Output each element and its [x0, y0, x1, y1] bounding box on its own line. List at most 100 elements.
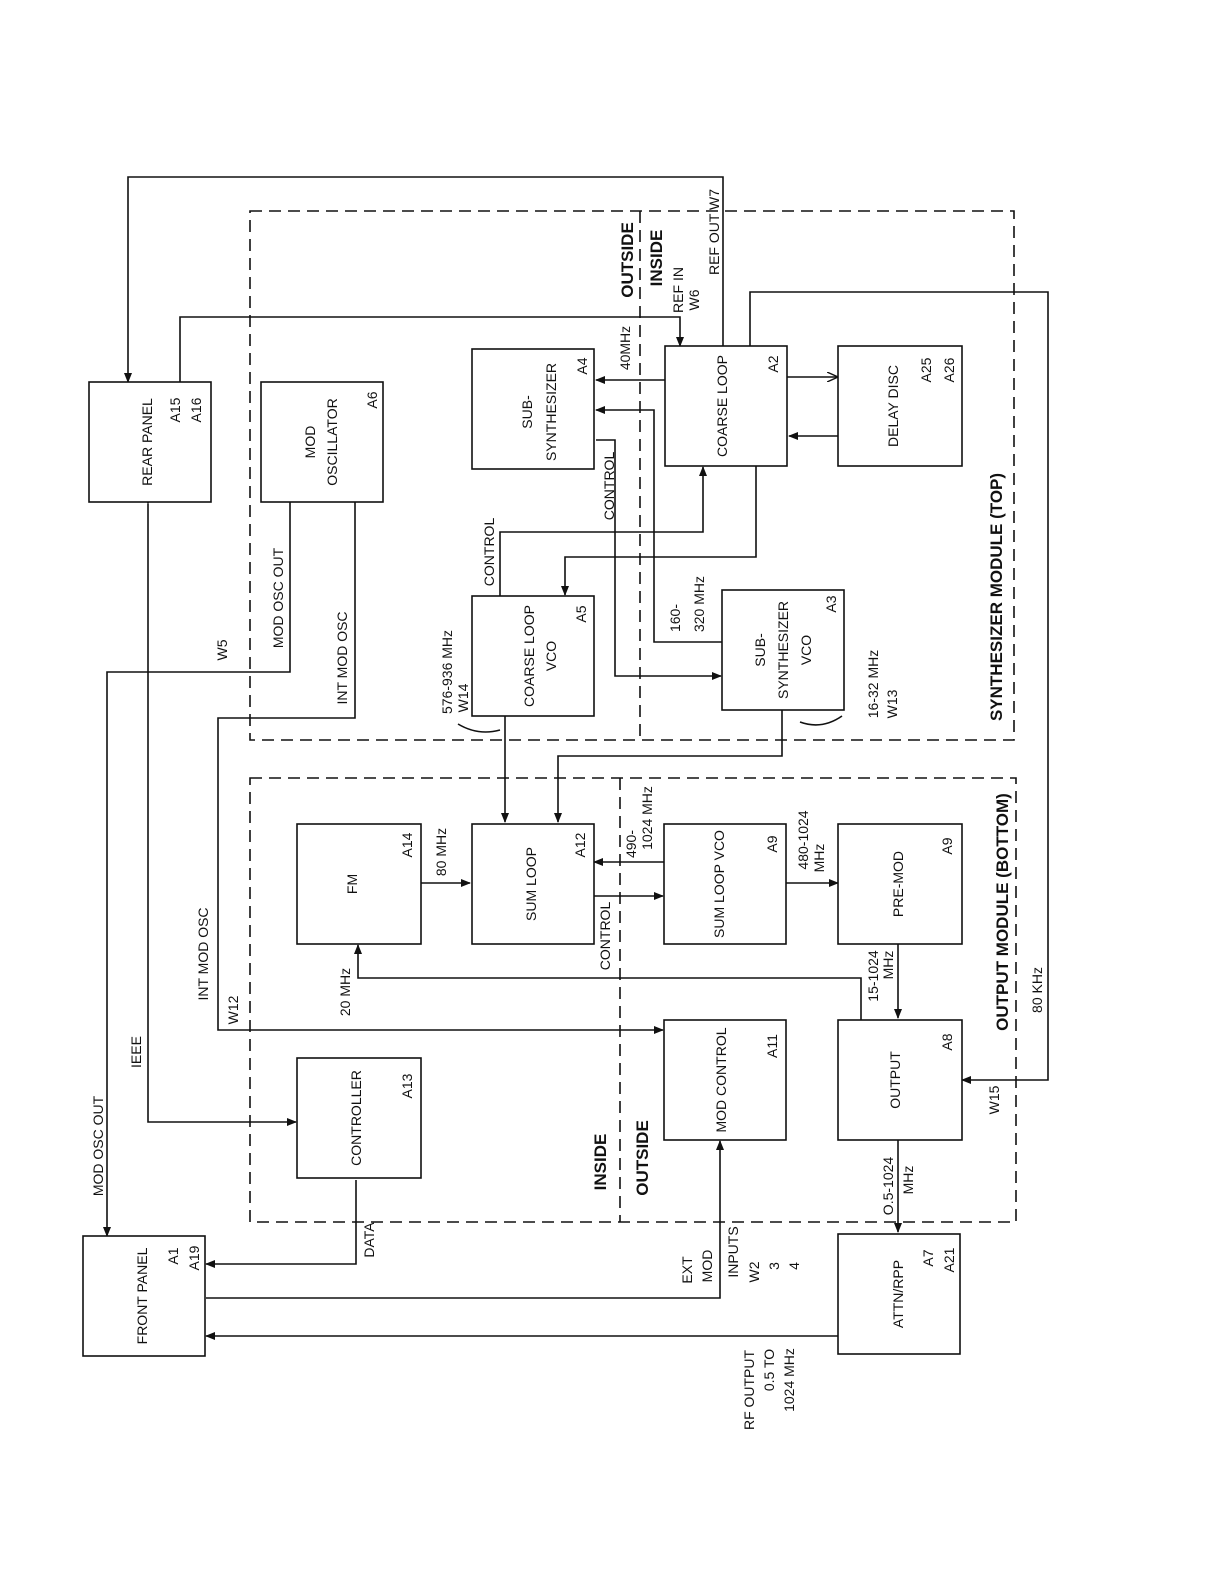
block-coarse-loop-vco: COARSE LOOP VCO A5	[471, 595, 595, 717]
a4-name2: SYNTHESIZER	[543, 363, 559, 461]
label-80khz: 80 KHz	[1029, 967, 1045, 1013]
wire-20mhz	[354, 944, 862, 1020]
label-0.5-1024: O.5-1024	[880, 1157, 896, 1216]
label-inputs-4: 4	[786, 1262, 802, 1270]
front-panel-ref1: A1	[165, 1247, 181, 1264]
label-w5: W5	[214, 639, 230, 660]
fm-name: FM	[344, 874, 360, 894]
label-inputs: INPUTS	[725, 1226, 741, 1277]
block-delay-disc: DELAY DISC A25 A26	[837, 345, 963, 467]
label-20mhz: 20 MHz	[337, 968, 353, 1016]
a2-name: COARSE LOOP	[714, 355, 730, 457]
ref-in-w6-wire	[179, 316, 684, 382]
label-data: DATA	[361, 1222, 377, 1258]
label-1024mhz: 1024 MHz	[639, 786, 655, 850]
wire-ieee	[144, 495, 297, 1126]
block-attn-rpp: ATTN/RPP A7 A21	[837, 1233, 961, 1355]
block-mod-oscillator: MOD OSCILLATOR A6	[260, 381, 384, 503]
label-mod-osc-out: MOD OSC OUT	[270, 547, 286, 648]
a2-ref: A2	[765, 355, 781, 372]
controller-name: CONTROLLER	[348, 1070, 364, 1166]
delay-disc-name: DELAY DISC	[885, 365, 901, 447]
label-inputs-3: 3	[766, 1262, 782, 1270]
wire-data	[205, 1180, 357, 1268]
a3-name1: SUB-	[752, 633, 768, 667]
block-sub-synthesizer-a4: SUB- SYNTHESIZER A4	[471, 348, 595, 470]
pre-mod-name: PRE-MOD	[890, 851, 906, 917]
output-module-title: OUTPUT MODULE (BOTTOM)	[993, 793, 1012, 1031]
label-rf-output: RF OUTPUT	[741, 1350, 757, 1431]
block-output: OUTPUT A8	[837, 1019, 963, 1141]
wire-a3-to-sumloop	[554, 710, 783, 823]
label-rf-1024mhz: 1024 MHz	[781, 1348, 797, 1412]
wire-control-a5-a2	[499, 466, 707, 596]
block-pre-mod: PRE-MOD A9	[837, 823, 963, 945]
mod-osc-ref: A6	[364, 391, 380, 408]
label-w14: W14	[455, 683, 471, 712]
label-control-a4: CONTROL	[601, 452, 617, 521]
a4-ref: A4	[574, 357, 590, 374]
label-control-sum: CONTROL	[597, 902, 613, 971]
mod-osc-name1: MOD	[302, 426, 318, 459]
a5-name1: COARSE LOOP	[521, 605, 537, 707]
delay-disc-ref1: A25	[918, 357, 934, 382]
sum-loop-ref: A12	[572, 832, 588, 857]
a3-name3: VCO	[798, 635, 814, 665]
label-80mhz: 80 MHz	[433, 828, 449, 876]
label-mod-osc-out-2: MOD OSC OUT	[90, 1095, 106, 1196]
block-sub-synthesizer-vco: SUB- SYNTHESIZER VCO A3	[721, 589, 845, 711]
delay-disc-ref2: A26	[941, 357, 957, 382]
a3-name2: SYNTHESIZER	[775, 601, 791, 699]
output-ref: A8	[939, 1033, 955, 1050]
a5-ref: A5	[573, 605, 589, 622]
inside-bottom-label: INSIDE	[591, 1134, 610, 1191]
wire-80khz-w15	[749, 291, 1049, 1084]
label-w6: W6	[686, 289, 702, 310]
fm-ref: A14	[399, 832, 415, 857]
label-320mhz: 320 MHz	[691, 576, 707, 632]
outside-top-label: OUTSIDE	[618, 222, 637, 298]
mod-control-name: MOD CONTROL	[713, 1027, 729, 1132]
attn-rpp-ref2: A21	[941, 1247, 957, 1272]
a3-ref: A3	[823, 595, 839, 612]
sum-loop-vco-ref: A9	[764, 835, 780, 852]
wire-mod-osc-out	[103, 502, 291, 1237]
rear-panel-name: REAR PANEL	[139, 398, 155, 486]
a4-name1: SUB-	[519, 395, 535, 429]
block-rear-panel: REAR PANEL A15 A16	[88, 381, 212, 503]
label-0.5-mhz: MHz	[900, 1166, 916, 1195]
output-name: OUTPUT	[887, 1051, 903, 1109]
block-mod-control: MOD CONTROL A11	[663, 1019, 787, 1141]
sum-loop-vco-name: SUM LOOP VCO	[711, 830, 727, 938]
block-sum-loop: SUM LOOP A12	[471, 823, 595, 945]
wire-ext-mod	[206, 1140, 724, 1299]
label-inputs-w2: W2	[746, 1261, 762, 1282]
inside-top-label: INSIDE	[647, 230, 666, 287]
attn-rpp-name: ATTN/RPP	[890, 1260, 906, 1328]
attn-rpp-ref1: A7	[920, 1249, 936, 1266]
output-module-boundary	[249, 777, 1017, 1223]
mod-osc-name2: OSCILLATOR	[324, 398, 340, 485]
label-480-1024: 480-1024	[795, 810, 811, 869]
block-front-panel: FRONT PANEL A1 A19	[82, 1235, 206, 1357]
block-controller: CONTROLLER A13	[296, 1057, 422, 1179]
label-int-mod-osc: INT MOD OSC	[334, 611, 350, 704]
w13-bracket	[799, 715, 843, 726]
label-w15: W15	[986, 1085, 1002, 1114]
label-576-936mhz: 576-936 MHz	[439, 630, 455, 714]
label-w12: W12	[225, 995, 241, 1024]
label-ref-in: REF IN	[670, 267, 686, 313]
label-int-mod-osc-2: INT MOD OSC	[195, 907, 211, 1000]
rear-panel-ref2: A16	[188, 397, 204, 422]
label-490: 490-	[623, 830, 639, 858]
mod-control-ref: A11	[764, 1034, 780, 1058]
outside-bottom-label: OUTSIDE	[633, 1120, 652, 1196]
label-mod: MOD	[699, 1250, 715, 1283]
controller-ref: A13	[399, 1073, 415, 1098]
synth-module-title: SYNTHESIZER MODULE (TOP)	[987, 473, 1006, 721]
block-sum-loop-vco: SUM LOOP VCO A9	[663, 823, 787, 945]
label-control-a5: CONTROL	[481, 518, 497, 587]
rear-panel-ref1: A15	[167, 397, 183, 422]
label-16-32mhz: 16-32 MHz	[865, 650, 881, 718]
label-rf-range: 0.5 TO	[761, 1349, 777, 1391]
